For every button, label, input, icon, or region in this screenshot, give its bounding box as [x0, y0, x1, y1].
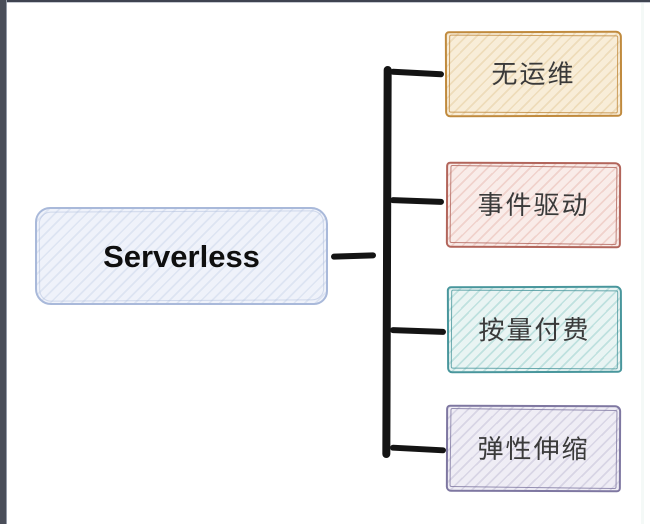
branch-node-label: 无运维 — [491, 58, 576, 90]
window-right-edge — [641, 0, 644, 524]
window-left-edge — [0, 0, 7, 524]
branch-node-label: 事件驱动 — [477, 189, 590, 221]
window-top-edge-highlight — [0, 2, 650, 3]
branch-connector-3 — [389, 327, 447, 335]
branch-connector-4 — [389, 444, 447, 454]
branch-node-elastic-scaling[interactable]: 弹性伸缩 — [445, 404, 622, 493]
root-node-label: Serverless — [103, 238, 260, 274]
branch-node-label: 弹性伸缩 — [477, 433, 590, 464]
branch-node-event-driven[interactable]: 事件驱动 — [445, 161, 622, 249]
branch-node-no-ops[interactable]: 无运维 — [444, 30, 623, 118]
branch-node-label: 按量付费 — [478, 314, 591, 345]
branch-node-pay-per-use[interactable]: 按量付费 — [446, 285, 623, 374]
trunk-connector — [382, 65, 392, 459]
branch-connector-2 — [389, 197, 445, 205]
window-top-edge — [0, 0, 650, 2]
root-node-serverless[interactable]: Serverless — [35, 207, 328, 305]
root-connector — [330, 252, 377, 260]
branch-connector-1 — [389, 68, 445, 78]
